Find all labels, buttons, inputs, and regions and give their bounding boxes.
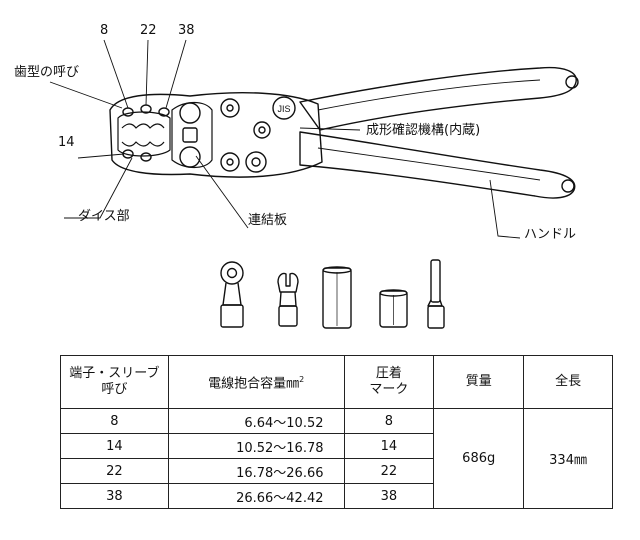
spec-table-header-row: 端子・スリーブ 呼び 電線抱合容量㎜2 圧着 マーク 質量 全長 — [60, 355, 613, 409]
cell-size: 14 — [60, 433, 169, 459]
cell-size: 38 — [60, 483, 169, 509]
label-verify-mechanism: 成形確認機構(内蔵) — [366, 123, 481, 138]
header-terminal-size: 端子・スリーブ 呼び — [60, 355, 169, 409]
cell-mark: 14 — [343, 433, 435, 459]
table-row: 22 16.78〜26.66 22 — [60, 458, 613, 484]
table-row: 38 26.66〜42.42 38 — [60, 483, 613, 509]
cell-size: 8 — [60, 408, 169, 434]
cell-capacity: 6.64〜10.52 — [167, 408, 345, 434]
cell-capacity: 26.66〜42.42 — [167, 483, 345, 509]
table-row: 8 6.64〜10.52 8 686g 334㎜ — [60, 408, 613, 509]
lower-handle-end-icon — [561, 179, 575, 193]
cell-capacity: 16.78〜26.66 — [167, 458, 345, 484]
pivot-bolt-2-icon — [220, 152, 240, 172]
label-handle: ハンドル — [524, 227, 577, 242]
long-sleeve-icon — [322, 266, 352, 329]
label-size-38: 38 — [178, 23, 195, 38]
plate-mark-icon — [182, 127, 198, 143]
pivot-bolt-4-icon — [245, 151, 267, 173]
cell-mark: 38 — [343, 483, 435, 509]
upper-handle-end-icon — [565, 75, 579, 89]
short-sleeve-icon — [379, 289, 408, 328]
label-teeth-name: 歯型の呼び — [14, 65, 80, 80]
lower-handle — [299, 131, 576, 199]
plate-hole-bottom-icon — [179, 146, 201, 168]
die-jaws — [117, 111, 171, 157]
cell-mark: 22 — [343, 458, 435, 484]
cell-length: 334㎜ — [523, 408, 613, 509]
plate-hole-top-icon — [179, 102, 201, 124]
label-die-section: ダイス部 — [78, 209, 130, 224]
label-size-8: 8 — [100, 23, 109, 38]
link-plate — [171, 101, 213, 169]
header-capacity: 電線抱合容量㎜2 — [167, 355, 345, 409]
tool-head — [109, 92, 323, 178]
fork-terminal-icon — [277, 272, 299, 327]
pin-terminal-icon — [427, 259, 445, 329]
jis-mark-text: JIS — [277, 104, 290, 114]
spec-table: 端子・スリーブ 呼び 電線抱合容量㎜2 圧着 マーク 質量 全長 8 6.64〜… — [60, 355, 613, 509]
cell-mass: 686g — [433, 408, 525, 509]
cell-mark: 8 — [343, 408, 435, 434]
cell-size: 22 — [60, 458, 169, 484]
header-crimp-mark: 圧着 マーク — [343, 355, 435, 409]
header-length: 全長 — [523, 355, 613, 409]
jis-mark-icon — [272, 96, 296, 120]
cell-capacity: 10.52〜16.78 — [167, 433, 345, 459]
upper-handle — [299, 66, 577, 131]
label-link-plate: 連結板 — [248, 213, 288, 228]
ring-terminal-icon — [220, 261, 244, 328]
label-size-22: 22 — [140, 23, 157, 38]
crimping-tool-illustration: JIS — [49, 39, 579, 329]
label-size-14: 14 — [58, 135, 75, 150]
pivot-bolt-3-icon — [253, 121, 271, 139]
pivot-bolt-1-icon — [220, 98, 240, 118]
header-mass: 質量 — [433, 355, 525, 409]
